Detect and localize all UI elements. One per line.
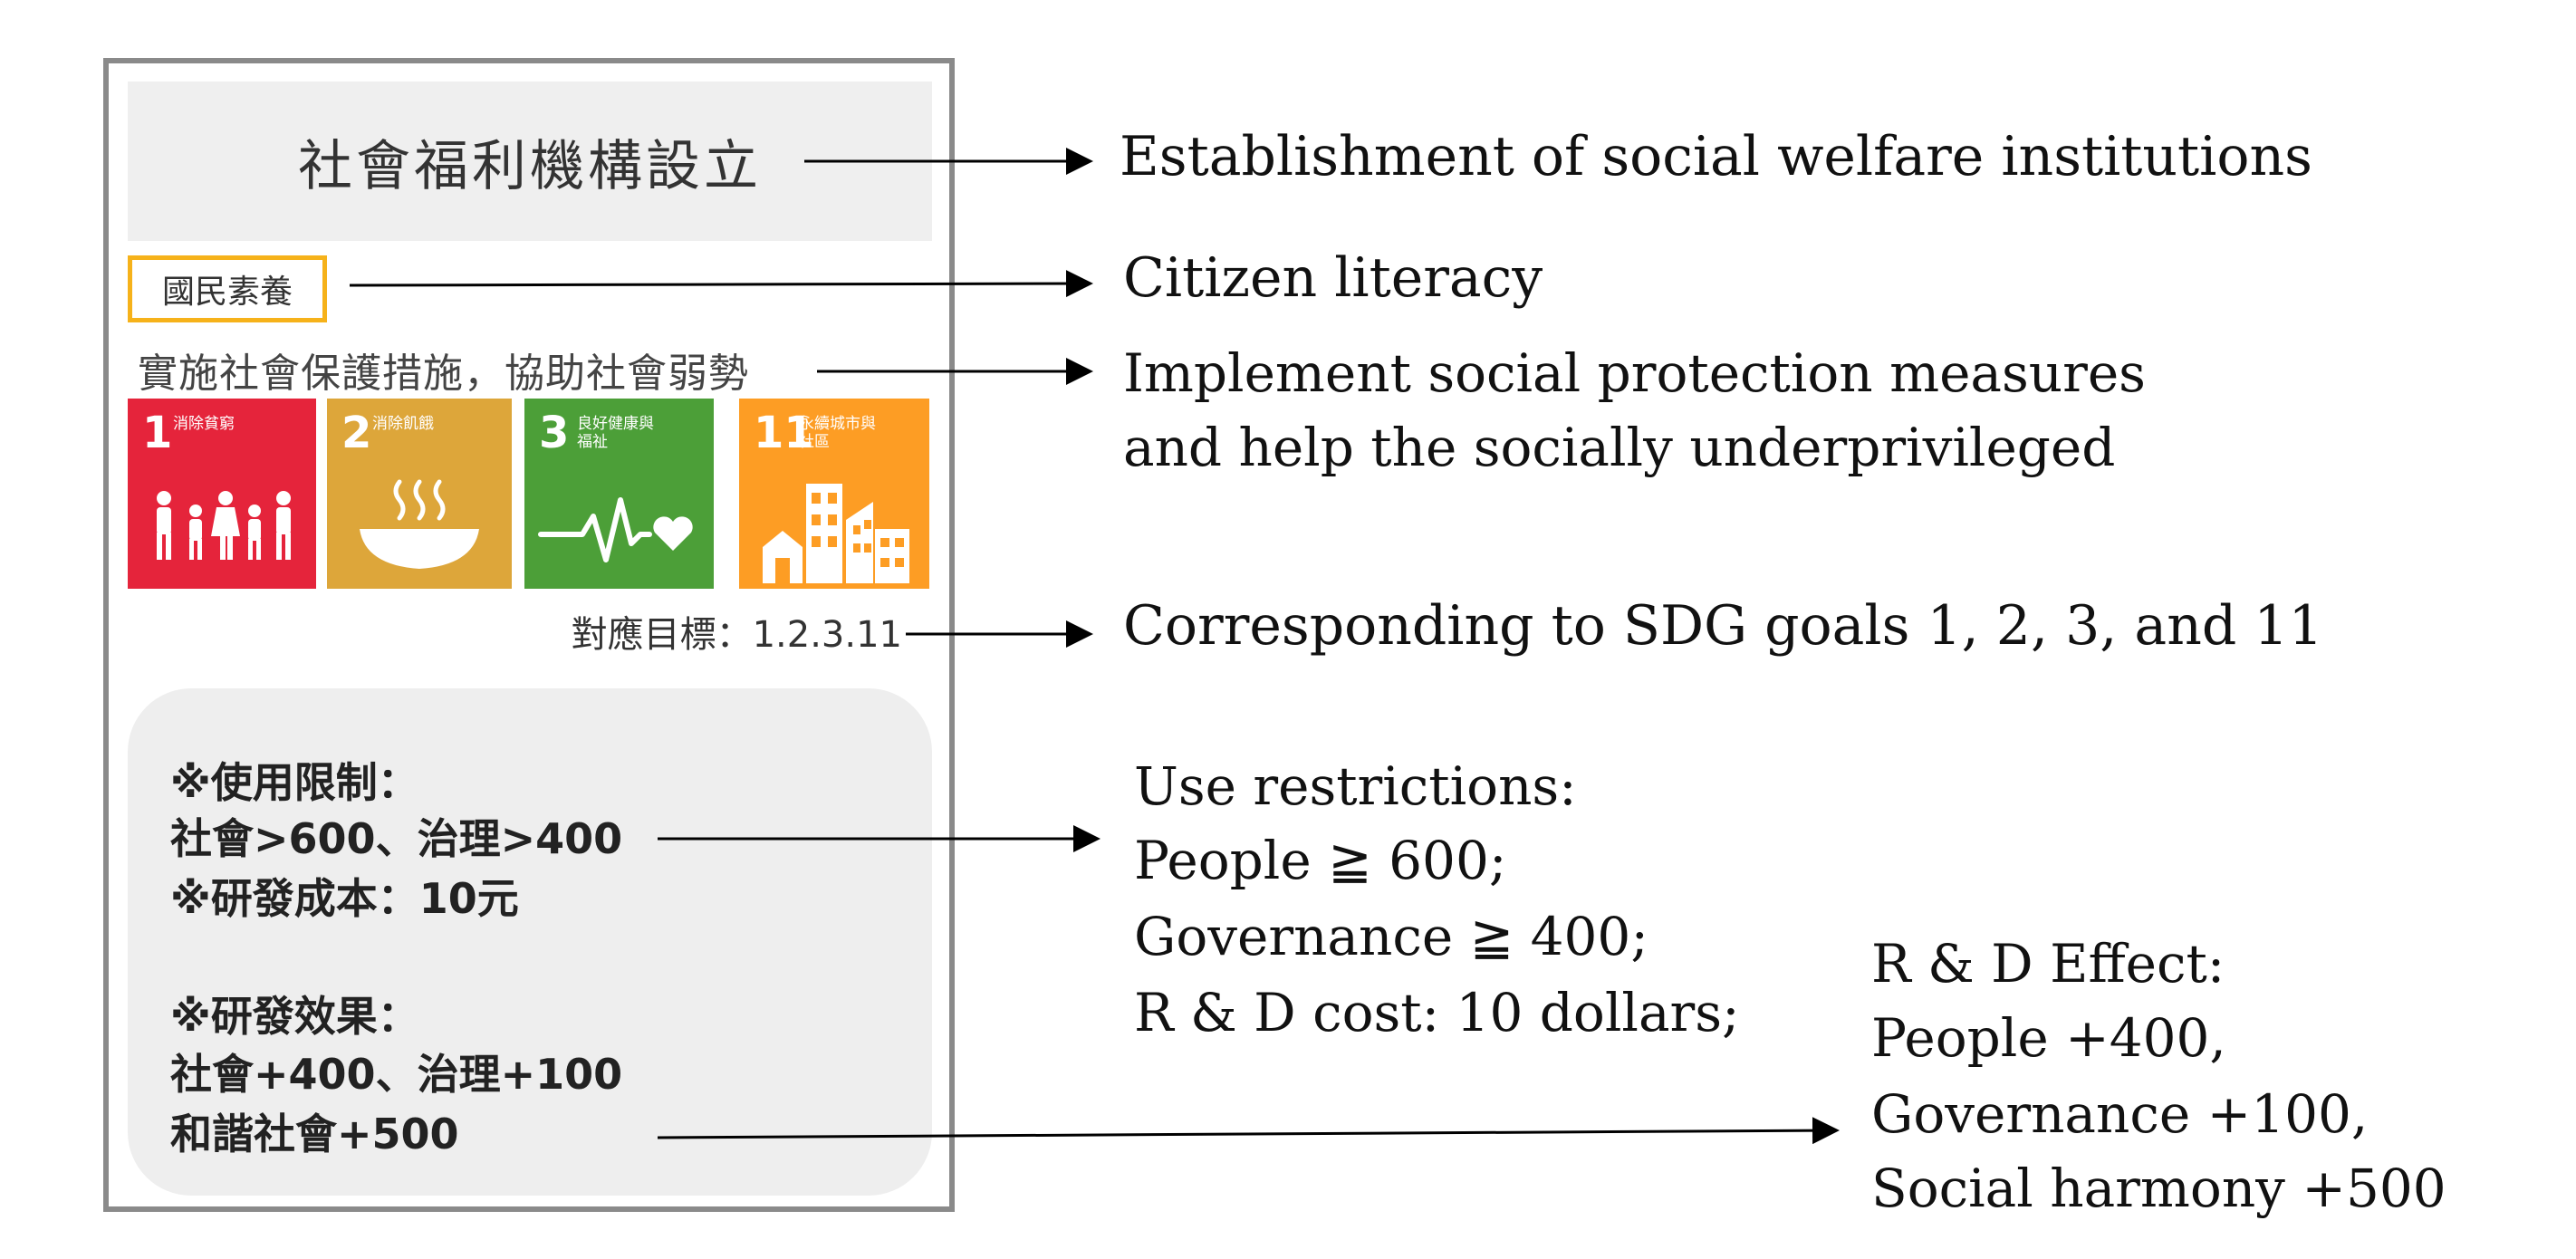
subtitle-translation-1: Implement social protection measures bbox=[1123, 342, 2146, 404]
restrictions-translation-4: R & D cost: 10 dollars; bbox=[1134, 982, 1740, 1043]
arrow-tag bbox=[349, 270, 1093, 298]
cost-text: ※研發成本：10元 bbox=[170, 874, 519, 923]
subtitle-translation-2: and help the socially underprivileged bbox=[1123, 417, 2116, 478]
effect-heading: ※研發效果： bbox=[170, 992, 419, 1041]
effect-translation-2: People +400, bbox=[1871, 1007, 2226, 1069]
card-subtitle: 實施社會保護措施，協助社會弱勢 bbox=[138, 351, 749, 397]
sdg-tile-3: 3 良好健康與福祉 bbox=[524, 399, 714, 589]
restrictions-translation-2: People ≧ 600; bbox=[1134, 830, 1507, 891]
sdg-number: 3 bbox=[539, 408, 570, 458]
sdg-tile-11: 11 永續城市與社區 bbox=[739, 399, 929, 589]
restrictions-translation-3: Governance ≧ 400; bbox=[1134, 906, 1648, 967]
sdg-target: 對應目標：1.2.3.11 bbox=[571, 614, 902, 656]
effect-translation-1: R & D Effect: bbox=[1871, 933, 2225, 995]
restrictions-heading: ※使用限制： bbox=[170, 758, 419, 807]
sdg-tile-1: 1 消除貧窮 bbox=[128, 399, 316, 589]
sdg-number: 1 bbox=[142, 408, 173, 458]
sdg-number: 11 bbox=[754, 408, 814, 458]
sdg-tile-2: 2 消除飢餓 bbox=[327, 399, 512, 589]
arrow-effect bbox=[657, 1117, 1840, 1145]
sdg-number: 2 bbox=[341, 408, 372, 458]
title-translation: Establishment of social welfare institut… bbox=[1120, 125, 2312, 188]
tag-translation: Citizen literacy bbox=[1123, 246, 1543, 310]
family-icon bbox=[157, 491, 291, 560]
sdg-label: 消除飢餓 bbox=[372, 415, 434, 433]
bowl-icon bbox=[360, 479, 479, 569]
target-translation: Corresponding to SDG goals 1, 2, 3, and … bbox=[1123, 594, 2323, 658]
heartbeat-icon bbox=[538, 497, 693, 562]
sdg-label: 永續城市與社區 bbox=[799, 415, 876, 451]
info-panel bbox=[128, 688, 932, 1196]
effect-translation-3: Governance +100, bbox=[1871, 1083, 2369, 1145]
sdg-label: 消除貧窮 bbox=[173, 415, 235, 433]
restrictions-text: 社會>600、治理>400 bbox=[170, 814, 623, 863]
restrictions-translation-1: Use restrictions: bbox=[1134, 755, 1577, 817]
sdg-label: 良好健康與福祉 bbox=[577, 415, 654, 451]
effect-line-2: 和諧社會+500 bbox=[170, 1110, 459, 1158]
category-tag: 國民素養 bbox=[128, 255, 327, 322]
effect-line-1: 社會+400、治理+100 bbox=[170, 1050, 623, 1099]
city-icon bbox=[763, 484, 909, 583]
effect-translation-4: Social harmony +500 bbox=[1871, 1158, 2446, 1219]
card-title: 社會福利機構設立 bbox=[128, 82, 932, 241]
